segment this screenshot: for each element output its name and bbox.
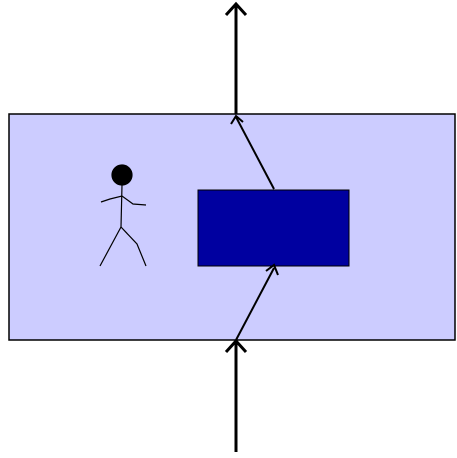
- arrowhead-region-top-inner: [230, 114, 244, 125]
- ray-inside-upper-segment: [235, 116, 275, 190]
- stick-figure: [99, 164, 147, 267]
- arrowhead-top: [224, 1, 248, 17]
- arrowhead-block-bottom: [265, 263, 279, 276]
- stick-figure-arms: [100, 195, 147, 206]
- stick-figure-left-leg: [99, 226, 122, 267]
- stick-figure-right-leg: [120, 226, 147, 267]
- arrowhead-region-bottom: [224, 338, 248, 354]
- block-rect: [197, 189, 350, 267]
- stick-figure-head: [111, 164, 133, 186]
- stick-figure-body: [120, 184, 123, 228]
- ray-inside-lower-segment: [235, 267, 275, 341]
